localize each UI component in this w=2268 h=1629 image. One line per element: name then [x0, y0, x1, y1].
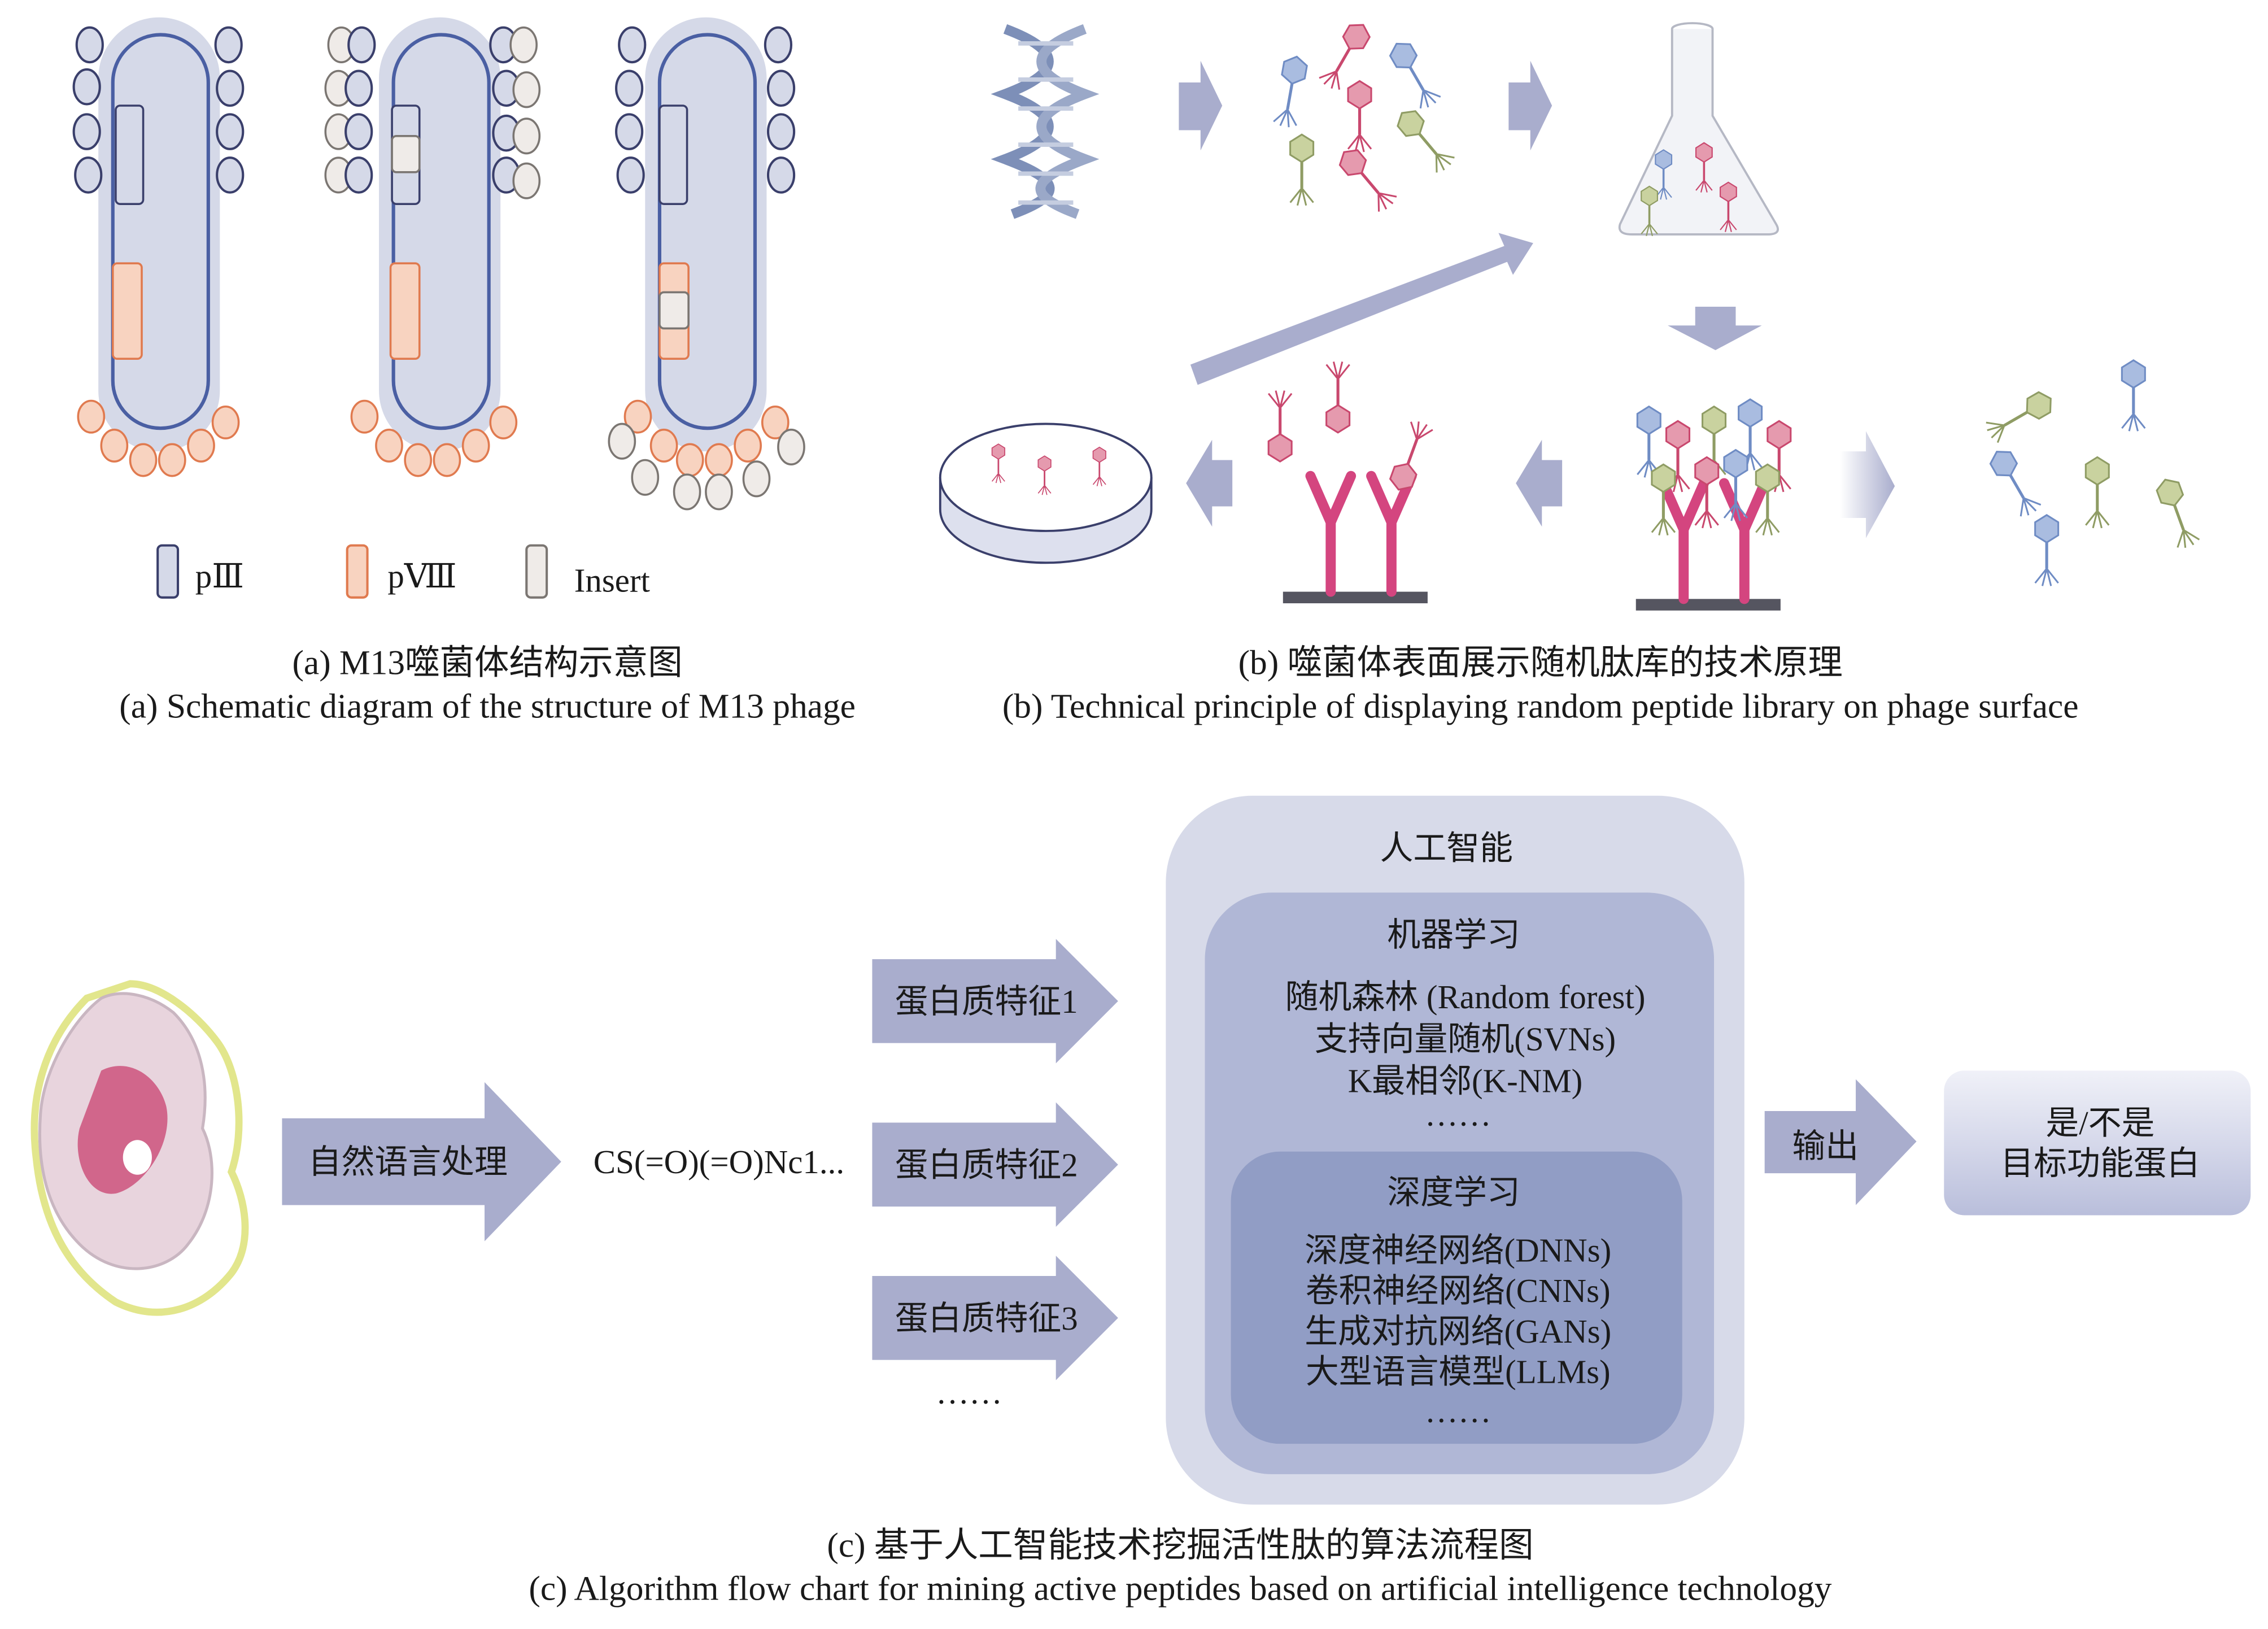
- legend-item-insert: Insert: [525, 544, 651, 599]
- ml-box: 机器学习 随机森林 (Random forest) 支持向量随机(SVNs) K…: [1205, 892, 1715, 1474]
- piii-gene: [115, 104, 145, 205]
- legend-label: Insert: [574, 563, 651, 599]
- arrow-right-unbound: [1839, 431, 1895, 538]
- ml-item: 支持向量随机(SVNs): [1315, 1021, 1616, 1057]
- arrow-shape: [872, 939, 1118, 1064]
- caption-a-cn: (a) M13噬菌体结构示意图: [292, 644, 682, 682]
- bound-phage-antibody-icon: [1268, 361, 1433, 604]
- arrow-shape: [282, 1082, 561, 1242]
- unbound-phages-icon: [1983, 360, 2200, 586]
- arrow-shape: [1764, 1079, 1917, 1205]
- arrow-left-elution: [1186, 439, 1233, 527]
- smiles-text: CS(=O)(=O)Nc1...: [594, 1144, 844, 1181]
- feature-arrow-1: 蛋白质特征1: [872, 939, 1118, 1064]
- panel-a-m13-structure: pⅢ pⅧ Insert (a) M13噬菌体结构示意图 (a) Schemat…: [74, 17, 856, 725]
- legend-label: pⅢ: [195, 558, 244, 595]
- phage-capsule: [391, 33, 491, 430]
- solid-support: [1635, 599, 1781, 611]
- legend-swatch: [156, 544, 180, 599]
- result-line-1: 是/不是: [2045, 1105, 2154, 1142]
- pviii-gene: [389, 262, 421, 360]
- m13-phage-pviii-display: [608, 17, 805, 511]
- phage-library-icon: [1273, 19, 1456, 214]
- arrow-down: [1668, 307, 1762, 350]
- arrow-right-2: [1508, 60, 1552, 151]
- arrow-shape: [872, 1256, 1118, 1380]
- feature-label: 蛋白质特征3: [895, 1300, 1078, 1337]
- phage-capsule: [111, 33, 210, 430]
- arrow-right-1: [1179, 60, 1223, 151]
- panel-c-ai-flowchart: 自然语言处理 CS(=O)(=O)Nc1... 蛋白质特征1 蛋白质特征2 蛋白…: [30, 795, 2251, 1608]
- feature-label: 蛋白质特征2: [895, 1147, 1078, 1183]
- caption-b-en: (b) Technical principle of displaying ra…: [1002, 687, 2079, 725]
- dl-item: 大型语言模型(LLMs): [1306, 1354, 1611, 1391]
- result-box: 是/不是 目标功能蛋白: [1944, 1070, 2251, 1216]
- caption-c-cn: (c) 基于人工智能技术挖掘活性肽的算法流程图: [827, 1526, 1533, 1565]
- output-arrow: 输出: [1764, 1079, 1917, 1205]
- dl-item: 生成对抗网络(GANs): [1305, 1313, 1611, 1350]
- caption-c-en: (c) Algorithm flow chart for mining acti…: [529, 1570, 1831, 1608]
- pviii-gene: [111, 262, 143, 360]
- result-box-bg: [1944, 1070, 2251, 1216]
- legend-item-piii: pⅢ: [156, 544, 244, 599]
- insert-gene: [391, 134, 421, 173]
- dna-helix-icon: [991, 24, 1100, 219]
- arrow-shape: [872, 1102, 1118, 1227]
- caption-b-cn: (b) 噬菌体表面展示随机肽库的技术原理: [1238, 644, 1843, 682]
- protein-structure-icon: [30, 980, 249, 1316]
- solid-support: [1283, 591, 1428, 604]
- ml-title: 机器学习: [1387, 917, 1520, 953]
- arrow-recycle-diagonal: [1190, 233, 1533, 385]
- feature-arrow-2: 蛋白质特征2: [872, 1102, 1118, 1227]
- feature-label: 蛋白质特征1: [895, 983, 1078, 1020]
- feature-arrow-3: 蛋白质特征3: [872, 1256, 1118, 1380]
- legend-label: pⅧ: [387, 558, 456, 595]
- features-ellipsis: ……: [936, 1374, 1002, 1410]
- nlp-label: 自然语言处理: [308, 1144, 508, 1181]
- ai-box: 人工智能 机器学习 随机森林 (Random forest) 支持向量随机(SV…: [1166, 795, 1744, 1505]
- dl-item: 卷积神经网络(CNNs): [1306, 1273, 1611, 1309]
- petri-dish-icon: [939, 423, 1153, 564]
- legend-swatch: [525, 544, 548, 599]
- legend-swatch: [346, 544, 369, 599]
- dl-item: 深度神经网络(DNNs): [1305, 1232, 1611, 1269]
- insert-gene: [658, 291, 690, 330]
- result-line-2: 目标功能蛋白: [2000, 1145, 2200, 1182]
- caption-a-en: (a) Schematic diagram of the structure o…: [119, 687, 856, 725]
- output-label: 输出: [1792, 1128, 1859, 1165]
- ai-title: 人工智能: [1380, 830, 1513, 866]
- nlp-arrow: 自然语言处理: [282, 1082, 561, 1242]
- library-incubation-icon: [1635, 399, 1791, 611]
- dl-box: 深度学习 深度神经网络(DNNs) 卷积神经网络(CNNs) 生成对抗网络(GA…: [1231, 1151, 1682, 1444]
- dl-box-bg: [1231, 1151, 1682, 1444]
- piii-gene: [658, 104, 688, 205]
- ml-ellipsis: ……: [1425, 1096, 1491, 1133]
- legend-item-pviii: pⅧ: [346, 544, 457, 599]
- dl-title: 深度学习: [1387, 1174, 1520, 1211]
- m13-phage-piii-display: [324, 17, 541, 477]
- dl-ellipsis: ……: [1425, 1393, 1491, 1430]
- ml-item: K最相邻(K-NM): [1348, 1063, 1582, 1100]
- phage-capsule: [657, 33, 757, 430]
- arrow-left-wash: [1516, 439, 1563, 527]
- legend: pⅢ pⅧ Insert: [156, 544, 651, 599]
- ml-item: 随机森林 (Random forest): [1285, 979, 1646, 1016]
- m13-phage-wildtype: [74, 17, 243, 477]
- flask-icon: [1618, 22, 1779, 237]
- panel-b-phage-display: (b) 噬菌体表面展示随机肽库的技术原理 (b) Technical princ…: [939, 19, 2200, 725]
